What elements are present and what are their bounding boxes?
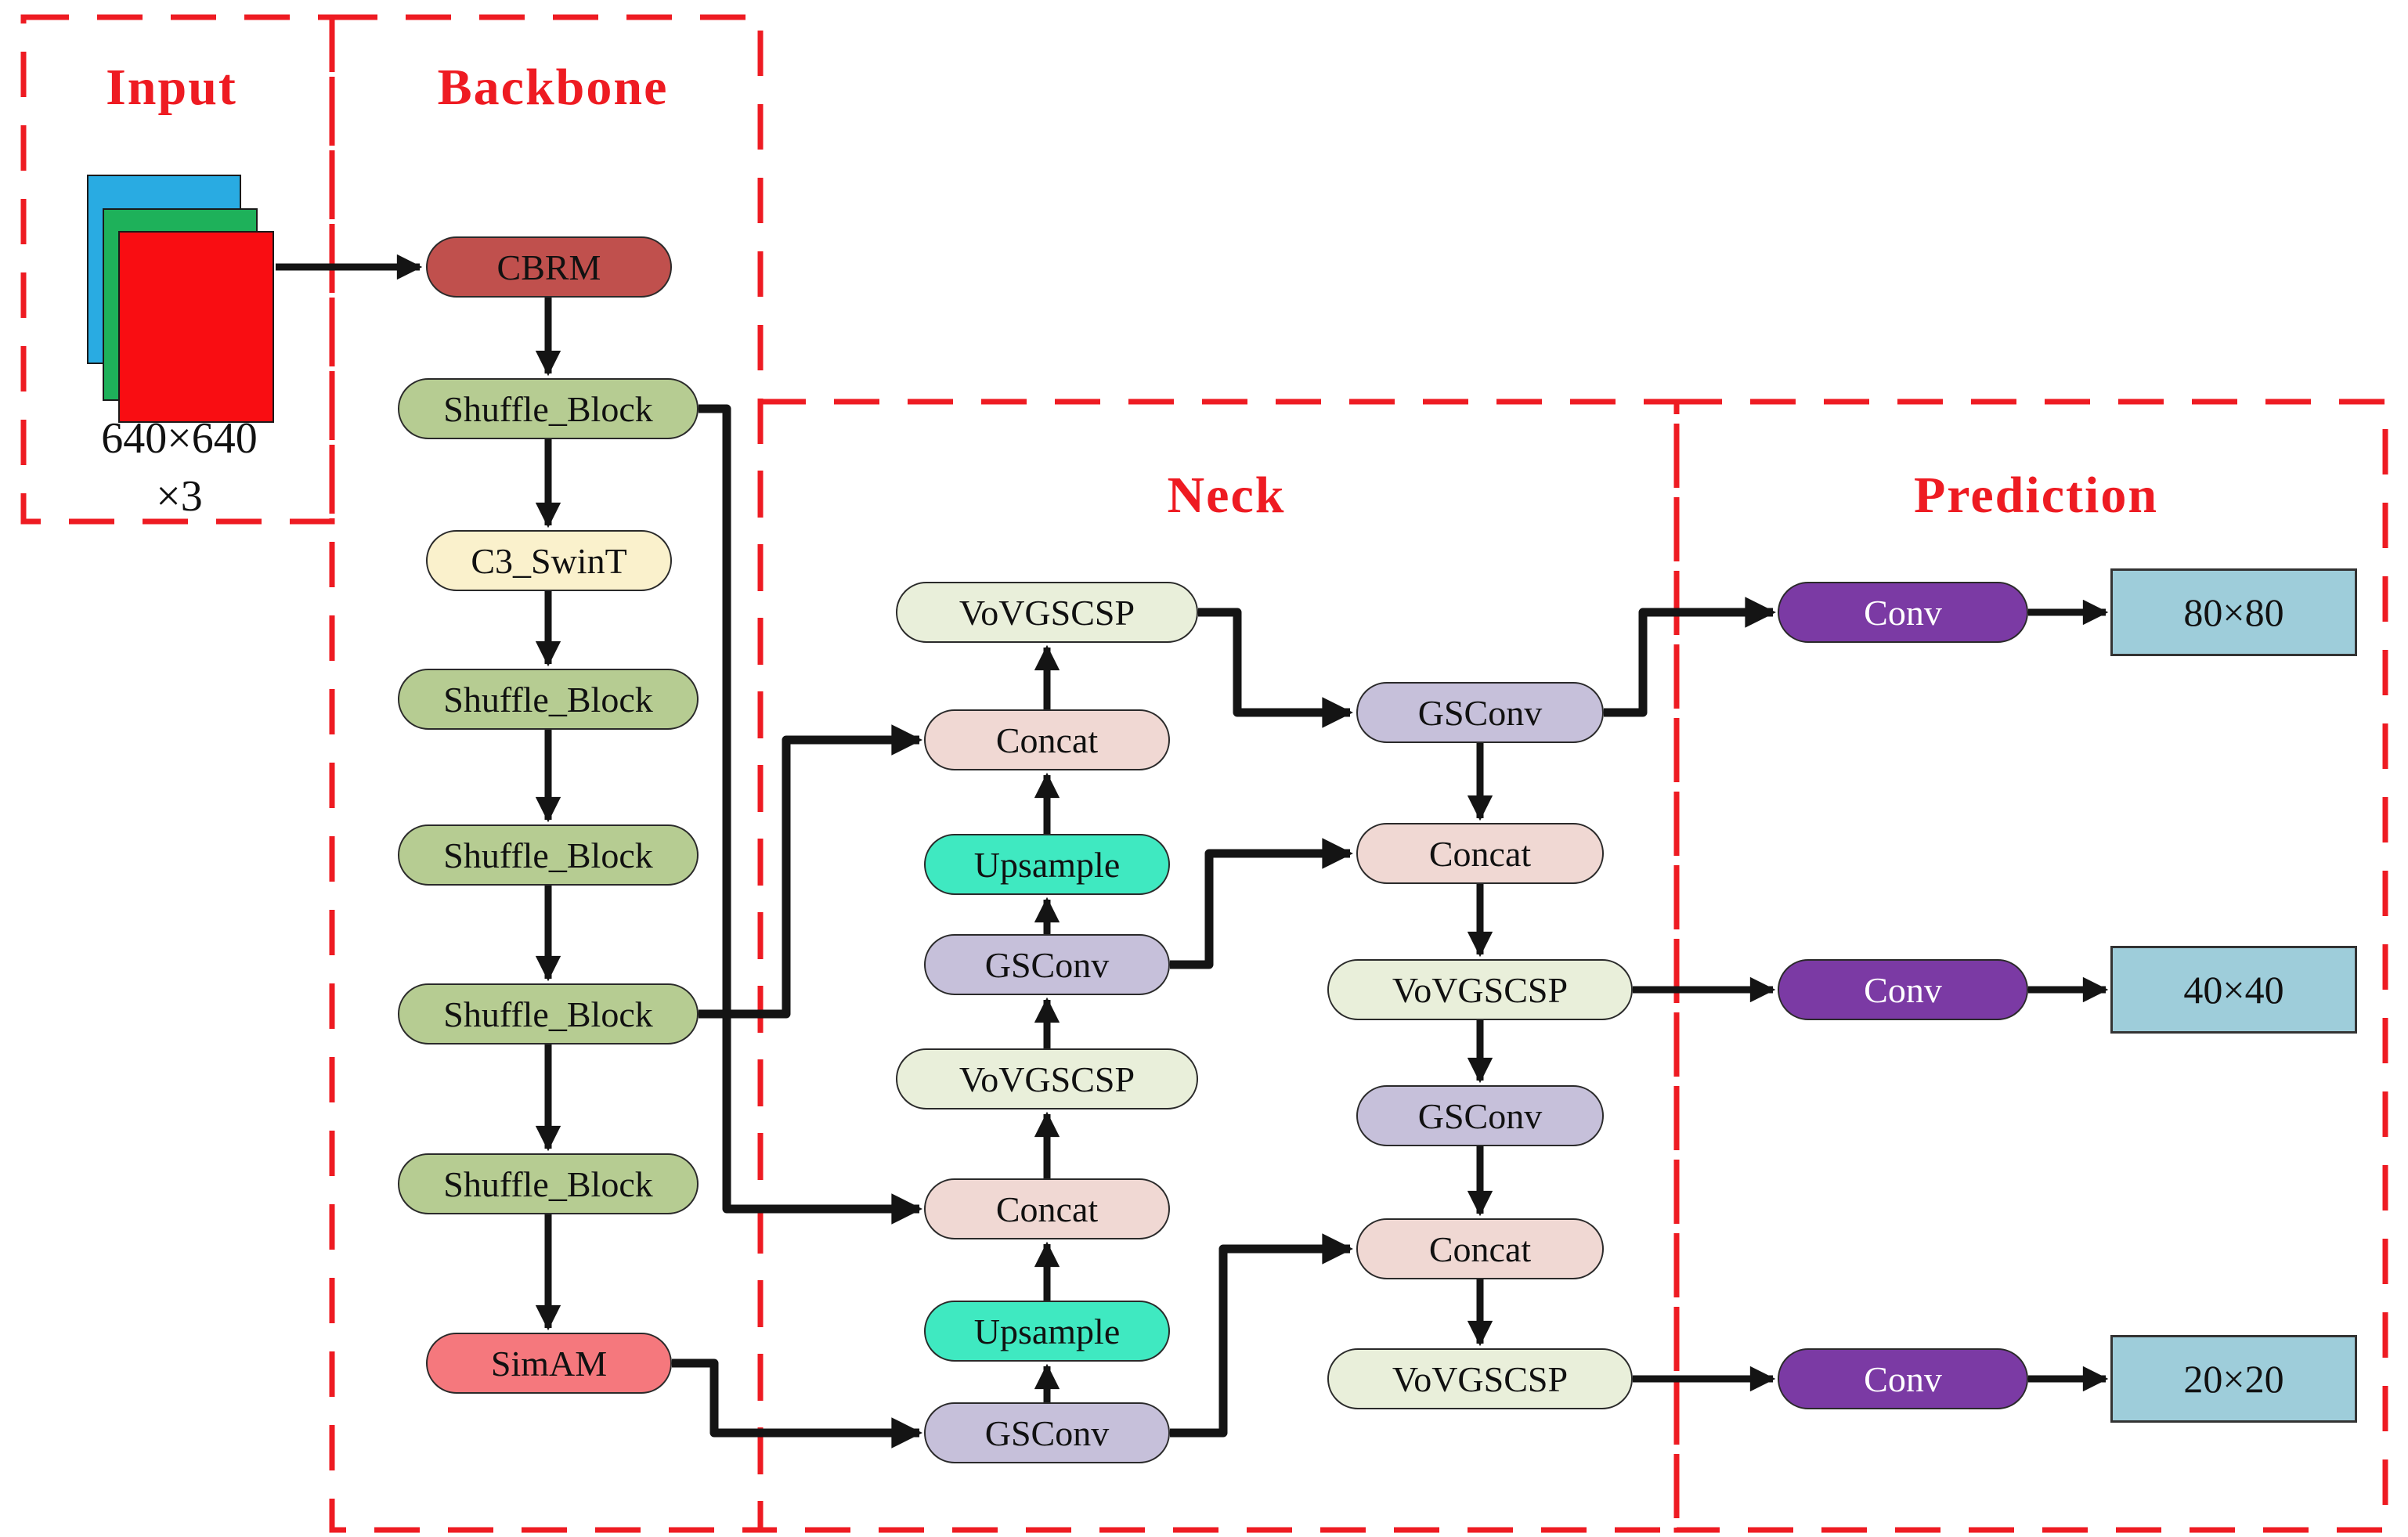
block-concat-4: Concat <box>1356 1218 1604 1279</box>
output-map-40x40: 40×40 <box>2110 946 2357 1034</box>
arrow-gsconv2-to-concat4 <box>1170 1233 1353 1438</box>
block-concat-3: Concat <box>1356 823 1604 884</box>
arrow-vovgscsp1-to-gsconv3 <box>1198 608 1353 728</box>
arrow-gsconv1-to-concat3 <box>1170 838 1353 969</box>
block-concat-1: Concat <box>924 709 1170 770</box>
block-shuffle-block-1: Shuffle_Block <box>398 378 699 439</box>
backbone-section-title: Backbone <box>437 59 669 116</box>
arrow-shuffle1-to-concat2 <box>699 404 922 1225</box>
block-c3-swint: C3_SwinT <box>426 530 672 591</box>
arrow-simam-to-gsconv2 <box>672 1358 922 1449</box>
block-shuffle-block-4: Shuffle_Block <box>398 983 699 1045</box>
block-gsconv-2: GSConv <box>924 1402 1170 1463</box>
block-conv-3: Conv <box>1778 1348 2028 1409</box>
input-depth-label: ×3 <box>156 472 203 521</box>
block-shuffle-block-2: Shuffle_Block <box>398 669 699 730</box>
neck-section-title: Neck <box>1167 467 1286 524</box>
block-conv-2: Conv <box>1778 959 2028 1020</box>
block-vovgscsp-3: VoVGSCSP <box>1327 959 1633 1020</box>
block-upsample-2: Upsample <box>924 1301 1170 1362</box>
block-gsconv-3: GSConv <box>1356 682 1604 743</box>
input-section-title: Input <box>106 59 237 116</box>
block-shuffle-block-5: Shuffle_Block <box>398 1153 699 1214</box>
block-upsample-1: Upsample <box>924 834 1170 895</box>
block-gsconv-1: GSConv <box>924 934 1170 995</box>
block-simam: SimAM <box>426 1333 672 1394</box>
output-map-80x80: 80×80 <box>2110 568 2357 656</box>
output-map-20x20: 20×20 <box>2110 1335 2357 1423</box>
input-size-label: 640×640 <box>101 414 258 463</box>
block-conv-1: Conv <box>1778 582 2028 643</box>
prediction-section-title: Prediction <box>1913 467 2159 524</box>
arrow-shuffle4-to-concat1 <box>699 724 922 1019</box>
block-concat-2: Concat <box>924 1178 1170 1239</box>
block-vovgscsp-2: VoVGSCSP <box>896 1048 1198 1109</box>
block-gsconv-4: GSConv <box>1356 1085 1604 1146</box>
block-vovgscsp-4: VoVGSCSP <box>1327 1348 1633 1409</box>
block-shuffle-block-3: Shuffle_Block <box>398 824 699 886</box>
input-image-red-layer <box>118 231 274 423</box>
block-vovgscsp-1: VoVGSCSP <box>896 582 1198 643</box>
arrow-gsconv3-to-conv1 <box>1604 597 1776 717</box>
block-cbrm: CBRM <box>426 236 672 298</box>
prediction-region-frame <box>1673 399 2388 1533</box>
